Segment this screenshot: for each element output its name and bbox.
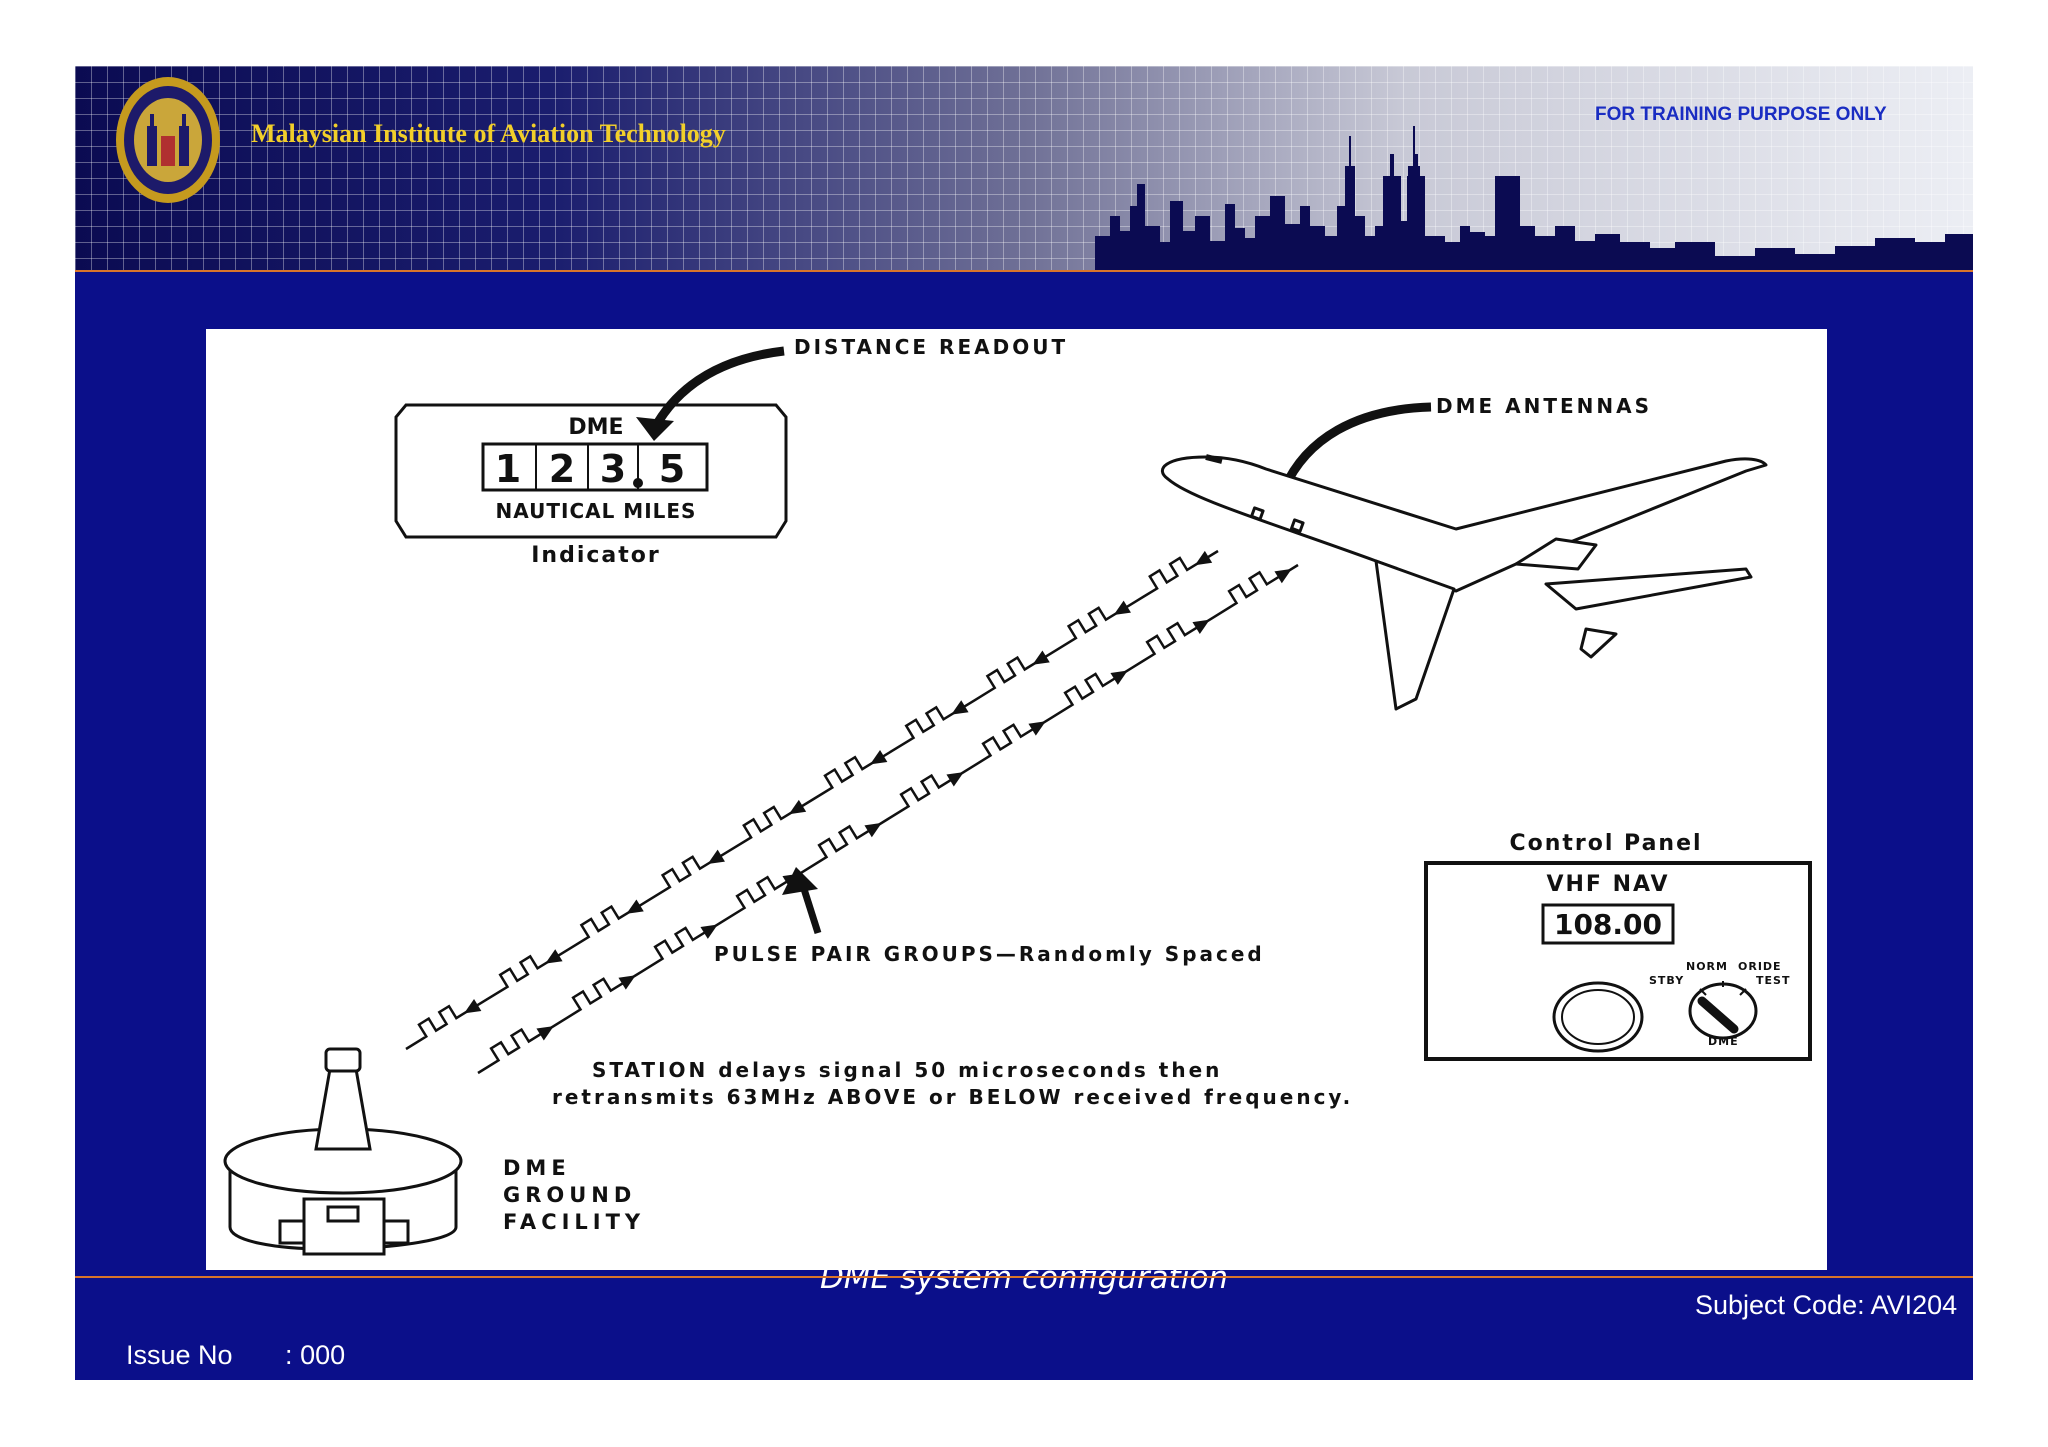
institute-name: Malaysian Institute of Aviation Technolo… xyxy=(251,119,726,148)
pulse-train-interrogation-arrowhead xyxy=(707,849,725,864)
pulse-train-reply-arrowhead xyxy=(1274,568,1292,584)
indicator-digit: 2 xyxy=(549,447,575,491)
mode-selector-pointer xyxy=(1697,996,1739,1034)
switch-label-norm: NORM xyxy=(1686,960,1728,973)
control-panel-title: Control Panel xyxy=(1509,831,1702,856)
pulse-train-interrogation-arrowhead xyxy=(626,899,644,914)
pulse-train-reply-arrowhead xyxy=(618,975,636,990)
dme-indicator: DME 1 2 3 5 NAUTICAL MILES Indicator xyxy=(394,403,788,568)
ground-facility-line: FACILITY xyxy=(503,1210,645,1234)
pulse-train-reply-arrowhead xyxy=(1110,670,1128,685)
frequency-window xyxy=(1541,903,1675,945)
pulse-label: PULSE PAIR GROUPS—Randomly Spaced xyxy=(714,942,1265,966)
antennas-label: DME ANTENNAS xyxy=(1436,394,1652,418)
indicator-decimal-point xyxy=(633,478,643,488)
pulse-train-reply-arrowhead xyxy=(1192,619,1210,635)
indicator-caption: Indicator xyxy=(531,543,661,568)
pulse-train-interrogation xyxy=(405,549,1219,1051)
figure-caption: DME system configuration xyxy=(819,1260,1229,1296)
indicator-digit: 5 xyxy=(659,447,685,491)
pulse-train-interrogation-arrowhead xyxy=(1194,550,1213,566)
mode-selector-knob xyxy=(1688,982,1758,1040)
distance-readout-label: DISTANCE READOUT xyxy=(794,335,1068,359)
indicator-name: DME xyxy=(568,415,623,440)
pulse-train-interrogation-arrowhead xyxy=(1032,650,1050,665)
aircraft xyxy=(1161,454,1768,711)
indicator-digit: 3 xyxy=(600,447,626,491)
control-panel-mode: VHF NAV xyxy=(1546,872,1669,897)
training-notice: FOR TRAINING PURPOSE ONLY xyxy=(1595,104,1887,125)
indicator-digit: 1 xyxy=(495,447,521,491)
station-note-line2: retransmits 63MHz ABOVE or BELOW receive… xyxy=(552,1085,1353,1109)
distance-arrowhead xyxy=(636,417,674,441)
pulse-trains xyxy=(405,549,1299,1075)
diagram-panel: DISTANCE READOUT DME 1 2 3 5 NAUTICAL MI… xyxy=(206,329,1827,1270)
pulse-train-interrogation-arrowhead xyxy=(545,949,563,964)
pulse-train-interrogation-arrowhead xyxy=(464,999,482,1014)
ground-facility-line: GROUND xyxy=(503,1183,636,1207)
pulse-arrow xyxy=(800,887,822,935)
pulse-train-reply xyxy=(477,563,1299,1075)
pulse-train-reply-arrowhead xyxy=(946,772,964,787)
pulse-train-interrogation-arrowhead xyxy=(1113,600,1131,615)
dme-diagram: DISTANCE READOUT DME 1 2 3 5 NAUTICAL MI… xyxy=(223,335,1812,1256)
pulse-train-interrogation-arrowhead xyxy=(951,700,969,715)
pulse-train-reply-arrowhead xyxy=(1028,721,1046,736)
pulse-train-reply-arrowhead xyxy=(700,924,718,939)
frequency-readout: 108.00 xyxy=(1554,908,1662,941)
indicator-units: NAUTICAL MILES xyxy=(496,499,697,523)
tuning-knob xyxy=(1552,981,1644,1053)
pulse-train-interrogation-arrowhead xyxy=(788,799,807,815)
switch-label-stby: STBY xyxy=(1649,974,1684,987)
ground-facility-line: DME xyxy=(503,1156,571,1180)
control-panel: VHF NAV 108.00 NORM ORIDE STBY TEST DME xyxy=(1424,861,1812,1061)
distance-arrow xyxy=(650,346,785,432)
issue-number: Issue No : 000 xyxy=(126,1340,346,1370)
station-note-line1: STATION delays signal 50 microseconds th… xyxy=(592,1058,1222,1082)
header-divider xyxy=(75,270,1973,272)
subject-code: Subject Code: AVI204 xyxy=(1695,1290,1958,1320)
header-grid-pattern xyxy=(75,66,1973,270)
city-skyline-image xyxy=(1095,126,1973,270)
antennas-arrow xyxy=(1279,402,1432,491)
dme-ground-station xyxy=(223,1047,463,1256)
switch-label-oride: ORIDE xyxy=(1738,960,1782,973)
pulse-train-interrogation-arrowhead xyxy=(870,750,888,765)
indicator-digit-window xyxy=(481,442,709,492)
pulse-train-reply-arrowhead xyxy=(536,1026,554,1041)
switch-label-test: TEST xyxy=(1756,974,1790,987)
institute-logo xyxy=(116,77,220,203)
header-banner: Malaysian Institute of Aviation Technolo… xyxy=(75,66,1973,270)
footer-divider xyxy=(75,1276,1973,1278)
pulse-train-reply-arrowhead xyxy=(864,822,882,838)
pulse-arrowhead xyxy=(782,867,818,895)
